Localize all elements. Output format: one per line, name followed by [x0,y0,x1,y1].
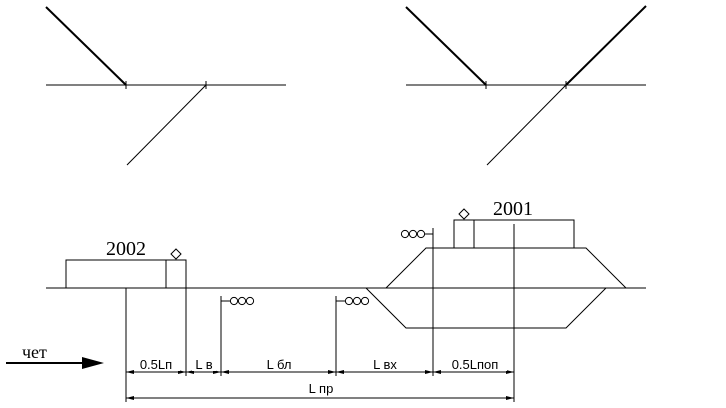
dim-label-bg-5 [443,357,507,371]
dim-label-l-pr: L пр [309,381,334,396]
dim-arrow-4r [336,370,344,374]
signal-3-lamp-3 [416,229,426,239]
signal-1 [220,296,255,307]
switch-sketch-left [45,6,286,166]
dimension-chain: 0.5Lп L в L бл L вх 0.5Lпоп [126,357,514,374]
train-2002-marker-diamond-icon [170,248,182,260]
dim-arrow-5r [433,370,441,374]
train-2002: 2002 [65,238,187,289]
train-2002-body [65,259,187,289]
dim-arrow-4l [328,370,336,374]
dimension-total: L пр [126,381,514,400]
platform-lower [364,287,608,329]
dim-label-half-lnon: 0.5Lпоп [452,357,499,372]
platform-upper [384,247,628,289]
dim-total-arrow-right [506,396,514,400]
signal-2-lamp-2 [352,296,362,306]
dim-arrow-6l [506,370,514,374]
train-2001-marker-diamond-icon [458,208,470,220]
dim-label-bg-2 [192,357,216,371]
dim-label-bg-1 [134,357,180,371]
dim-label-half-ln: 0.5Lп [140,357,172,372]
signal-2-lamp-1 [344,296,354,306]
signal-3-lamp-2 [408,229,418,239]
extension-lines [125,224,515,402]
sketch-right-diverging-thin [486,84,567,166]
dim-label-l-v: L в [195,357,212,372]
signal-1-lamp-3 [245,296,255,306]
signal-3-lamp-1 [400,229,410,239]
station-platform [364,247,628,329]
signal-1-lamp-2 [237,296,247,306]
dim-arrow-1r [126,370,134,374]
signal-3 [400,228,434,240]
dim-arrow-5l [425,370,433,374]
sketch-left-diverging-thick [45,6,127,86]
train-2001-number: 2001 [493,198,533,220]
direction-arrow-icon [82,357,104,369]
signal-1-lamp-1 [229,296,239,306]
sketch-right-diverging-thick-right [565,5,647,86]
signal-2-lamp-3 [360,296,370,306]
dim-label-l-bl: L бл [267,357,292,372]
train-2002-number: 2002 [106,238,146,260]
direction-indicator: чет [6,342,104,369]
signal-2 [335,296,370,307]
dim-arrow-3r [221,370,229,374]
sketch-left-diverging-thin [126,84,207,166]
dim-label-l-vx: L вх [373,357,397,372]
direction-label: чет [22,342,47,362]
dim-total-arrow-left [126,396,134,400]
switch-sketch-right [405,5,647,166]
dim-label-bg-4 [368,357,402,371]
dim-label-bg-3 [262,357,296,371]
sketch-right-diverging-thick-left [405,6,487,86]
